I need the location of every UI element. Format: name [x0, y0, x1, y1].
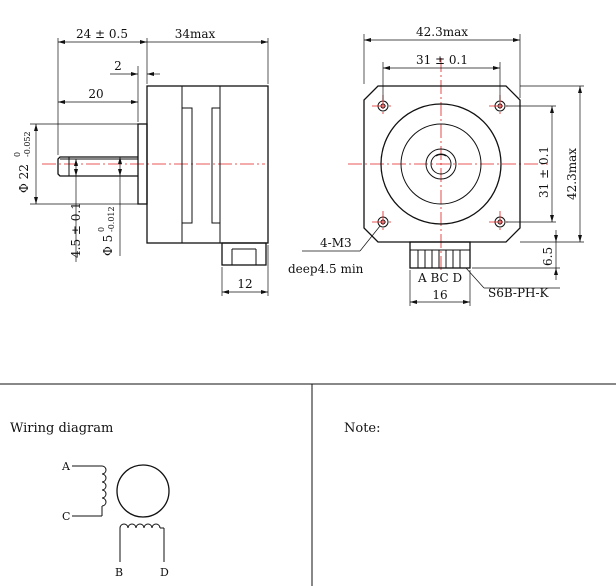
wiring-diagram: Wiring diagram A C B D: [10, 421, 170, 579]
arrowhead: [550, 215, 554, 222]
arrowhead: [140, 40, 147, 44]
arrowhead: [58, 40, 65, 44]
arrowhead: [550, 106, 554, 113]
dim-boss: 2: [114, 59, 122, 73]
arrowhead: [147, 72, 154, 76]
connector-leader: [465, 267, 485, 289]
arrowhead: [410, 300, 417, 304]
arrowhead: [261, 40, 268, 44]
arrowhead: [131, 100, 138, 104]
arrowhead: [463, 300, 470, 304]
dim-shaft-length: 24 ± 0.5: [76, 27, 128, 41]
dim-boss-dia-tol-upper: 0: [13, 152, 22, 157]
shaft-flat: [435, 154, 447, 157]
arrowhead: [554, 268, 558, 275]
arrowhead: [118, 157, 122, 164]
coil-ac: [101, 465, 107, 507]
body-recess-left: [182, 107, 193, 224]
motor-symbol: [116, 464, 170, 518]
front-view: A BC D 42.3max 31 ± 0.1 31 ± 0.1 42.3max: [288, 25, 584, 306]
side-view: 24 ± 0.5 34max 2 20 Φ 22 0 -0.052: [13, 27, 269, 296]
dim-boss-dia-tol-lower: -0.052: [23, 131, 32, 157]
body-recess-right: [211, 107, 220, 224]
arrowhead: [118, 169, 122, 176]
mounting-holes: [372, 95, 511, 233]
dim-overall-height: 42.3max: [565, 148, 579, 200]
arrowhead: [131, 72, 138, 76]
arrowhead: [34, 197, 38, 204]
hole-leader: [359, 225, 381, 252]
dim-shaft-dia-tol-upper: 0: [97, 227, 106, 232]
dim-connector-offset: 6.5: [541, 247, 555, 266]
flange-outline: [363, 85, 521, 243]
dim-shaft-dia-tol-lower: -0.012: [107, 206, 116, 232]
coil-bd: [119, 523, 161, 529]
pin-c-label: C: [62, 510, 70, 523]
note-label: Note:: [344, 421, 381, 436]
arrowhead: [383, 66, 390, 70]
dim-body-length: 34max: [175, 27, 216, 41]
side-connector: [221, 242, 267, 266]
arrowhead: [513, 38, 520, 42]
arrowhead: [58, 100, 65, 104]
dim-shaft-dia-label: Φ 5 0 -0.012: [97, 206, 116, 256]
dim-flat-depth: 4.5 ± 0.1: [69, 202, 83, 258]
arrowhead: [578, 86, 582, 93]
dim-hole-spacing-v: 31 ± 0.1: [537, 146, 551, 198]
pin-b-label: B: [115, 566, 123, 579]
pin-labels: A BC D: [417, 271, 462, 285]
connector-part: S6B-PH-K: [488, 286, 550, 300]
dim-boss-dia-label: Φ 22 0 -0.052: [13, 131, 32, 193]
dim-connector-width: 12: [237, 277, 252, 291]
arrowhead: [222, 290, 229, 294]
dim-overall-width: 42.3max: [416, 25, 468, 39]
dim-flat-length: 20: [88, 87, 103, 101]
shaft-outline: [57, 156, 138, 177]
front-connector: [409, 241, 471, 269]
dim-hole-spacing-h: 31 ± 0.1: [416, 53, 468, 67]
hole-callout-2: deep4.5 min: [288, 262, 364, 276]
arrowhead: [364, 38, 371, 42]
shaft-ring-outer: [425, 148, 457, 180]
dim-shaft-dia: Φ 5: [101, 235, 115, 256]
outer-ring: [380, 103, 502, 225]
arrowhead: [74, 169, 78, 176]
pin-d-label: D: [160, 566, 169, 579]
wiring-title: Wiring diagram: [10, 421, 113, 436]
arrowhead: [74, 159, 78, 166]
arrowhead: [554, 235, 558, 242]
arrowhead: [493, 66, 500, 70]
boss-ring: [400, 123, 482, 205]
hole-callout-1: 4-M3: [320, 236, 352, 250]
arrowhead: [261, 290, 268, 294]
motor-body: [146, 85, 269, 244]
arrowhead: [578, 235, 582, 242]
dim-connector-span: 16: [432, 288, 447, 302]
arrowhead: [34, 124, 38, 131]
connector-housing: [409, 241, 471, 269]
dim-boss-dia: Φ 22: [17, 164, 31, 193]
info-table: [0, 383, 616, 586]
pin-a-label: A: [61, 460, 71, 473]
